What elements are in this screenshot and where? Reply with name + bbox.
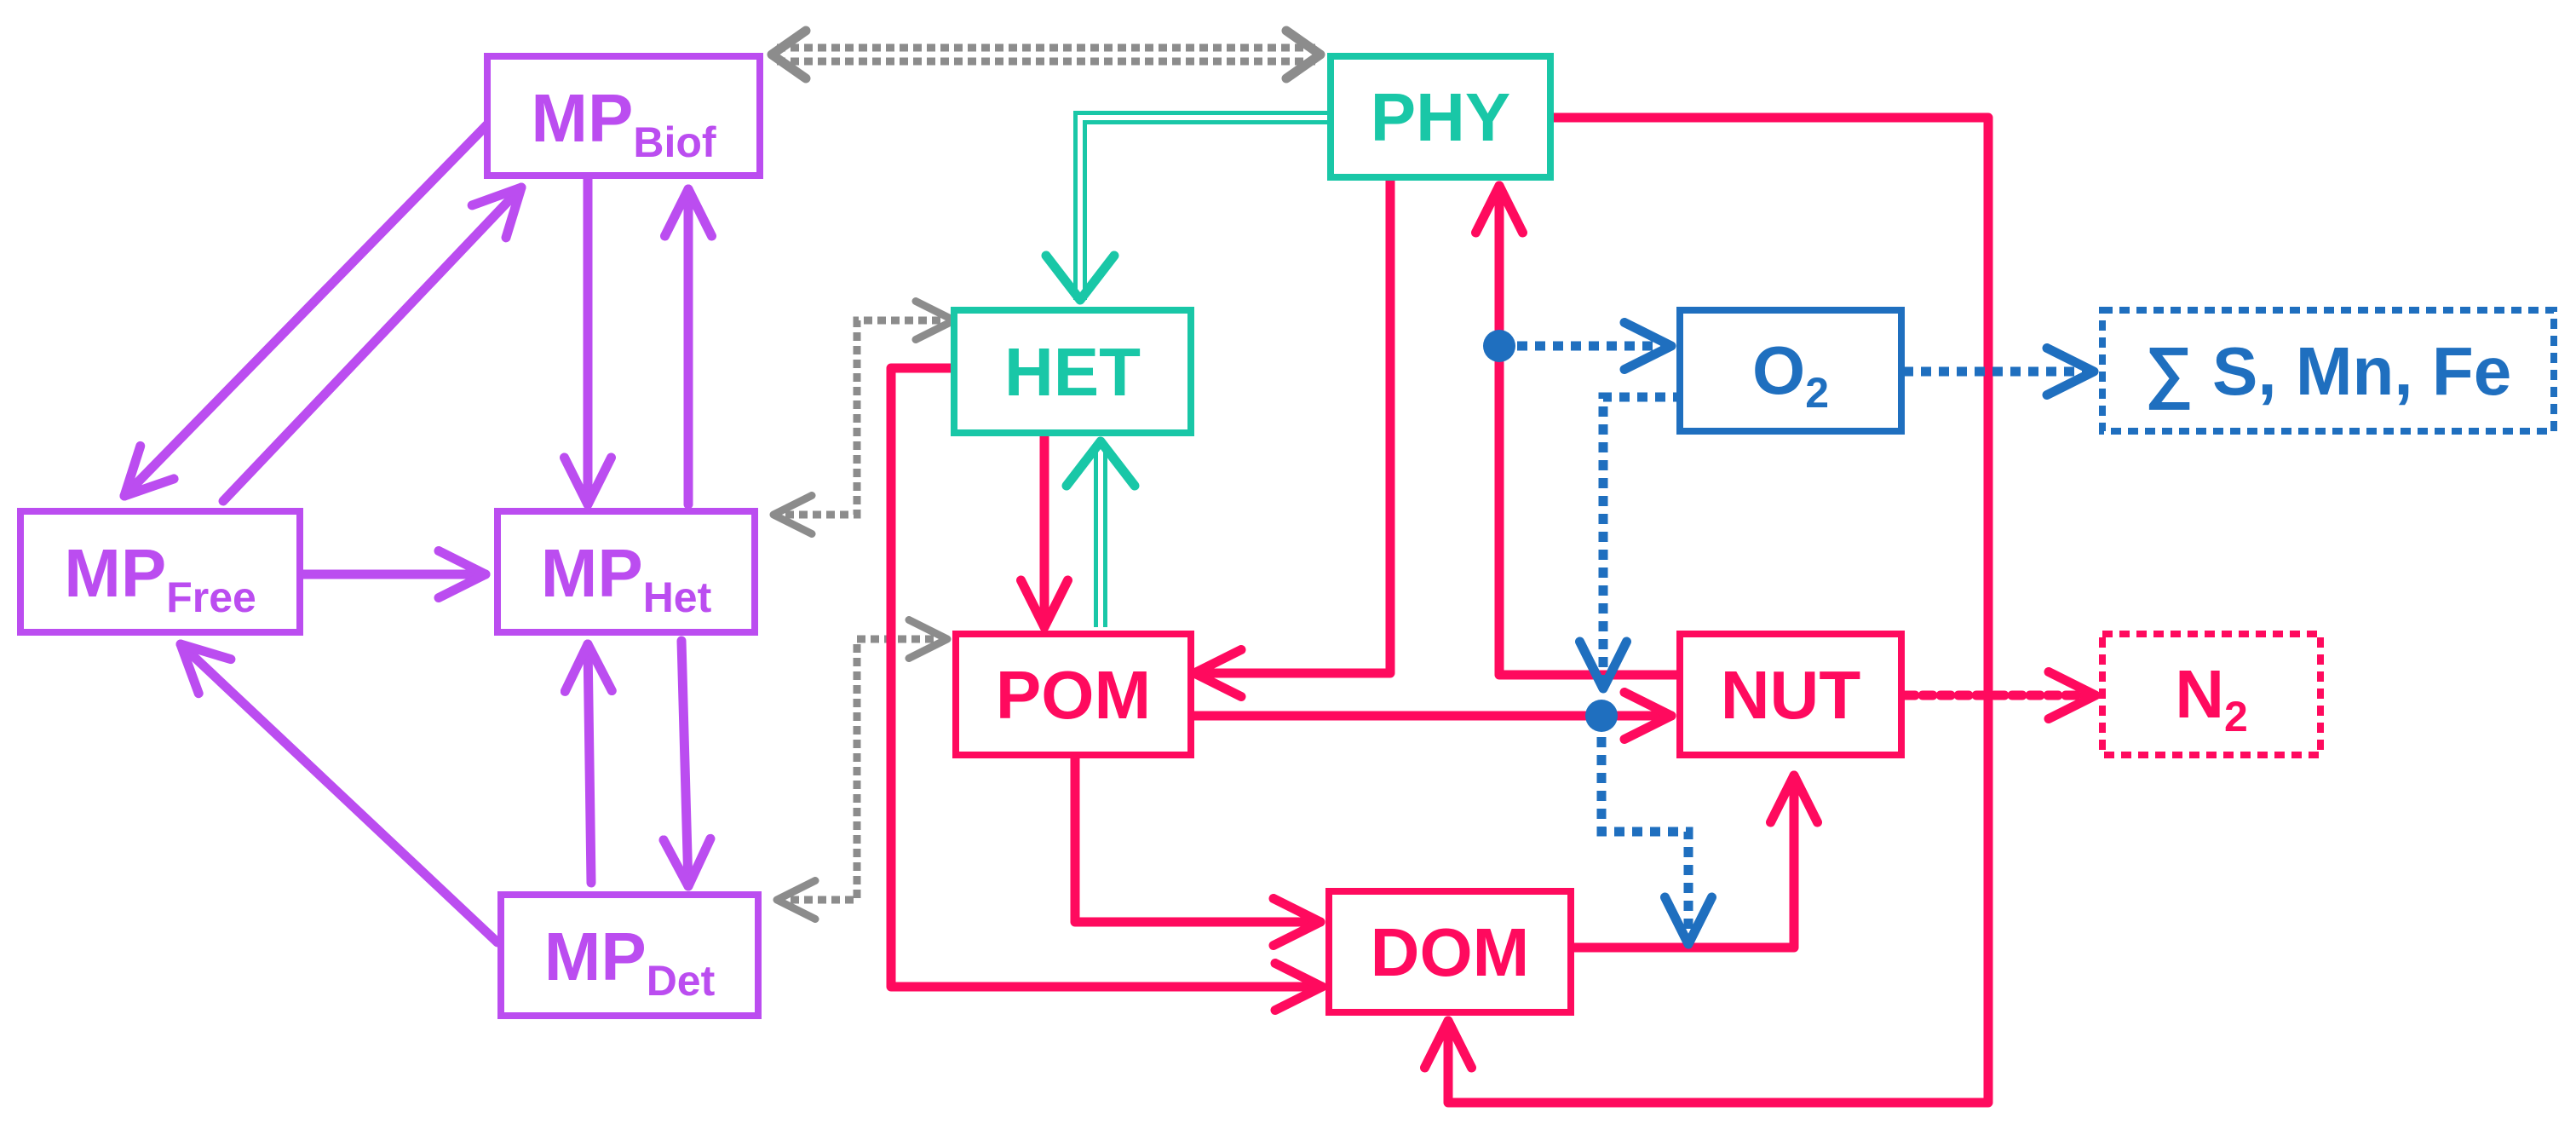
arrow-phy-to-het-inner: [1078, 115, 1331, 300]
arrow-phy-to-dom: [1420, 112, 1993, 1108]
label-phy: PHY: [1371, 79, 1511, 155]
box-o2: [1676, 307, 1905, 435]
grazing-flows: [1041, 111, 1331, 627]
label-o2: O2: [1752, 332, 1829, 417]
label-mp-biof: MPBiof: [531, 80, 716, 166]
label-mp-biof-sub: Biof: [633, 118, 716, 166]
label-dom: DOM: [1371, 914, 1530, 990]
label-sinks-smnfe: ∑ S, Mn, Fe: [2145, 333, 2511, 410]
coupling-pom-mpdet: [773, 616, 952, 923]
arrow-phy-to-het-head: [1041, 251, 1119, 305]
coupling-mpbiof-phy-head-right: [1281, 26, 1325, 84]
box-sinks-smnfe: [2099, 307, 2557, 435]
label-o2-sub: 2: [1805, 369, 1829, 417]
arrow-pom-to-het-head: [1061, 436, 1140, 491]
box-mp-het: [494, 508, 758, 636]
coupling-het-mphet: [769, 297, 958, 538]
arrow-mpbiof-to-mpfree: [119, 114, 497, 501]
label-mp-free-main: MP: [64, 535, 166, 611]
label-mp-het: MPHet: [541, 535, 712, 621]
junction-dot-phy-o2: [1483, 330, 1515, 362]
label-n2: N2: [2175, 656, 2248, 740]
microplastic-flows: [119, 114, 716, 948]
label-nut: NUT: [1721, 657, 1861, 733]
coupling-mpbiof-phy-head-left: [767, 26, 811, 84]
box-n2: [2099, 631, 2324, 758]
arrow-pom-to-dom: [1070, 753, 1325, 950]
label-mp-het-sub: Het: [643, 573, 712, 621]
arrow-mpdet-to-mpfree: [175, 639, 503, 948]
label-pom: POM: [996, 657, 1151, 733]
arrow-o2-to-nut-junction: [1575, 392, 1683, 694]
arrow-het-to-dom: [886, 363, 1327, 1015]
coupling-flows: [767, 26, 1325, 923]
oxygen-flows: [1499, 318, 2099, 949]
label-mp-free: MPFree: [64, 535, 256, 621]
label-mp-det-sub: Det: [647, 957, 716, 1005]
arrow-mpdet-to-mphet: [560, 639, 617, 888]
box-mp-free: [17, 508, 303, 636]
arrow-phy-to-het-outer: [1073, 111, 1331, 300]
box-pom: [952, 631, 1194, 758]
label-n2-sub: 2: [2224, 693, 2248, 740]
box-dom: [1325, 888, 1574, 1016]
box-nut: [1676, 631, 1905, 758]
arrow-pom-nut-to-dom-oxygen: [1596, 719, 1716, 949]
arrow-dom-to-nut: [1569, 770, 1822, 953]
arrow-mpfree-to-mpbiof: [218, 182, 526, 506]
label-o2-main: O: [1752, 332, 1805, 408]
arrow-nut-to-phy: [1471, 181, 1683, 680]
junction-dot-pom-nut: [1585, 700, 1618, 732]
label-mp-det: MPDet: [544, 919, 716, 1005]
label-het: HET: [1004, 334, 1141, 410]
arrow-mphet-to-mpdet: [658, 636, 716, 891]
box-phy: [1327, 53, 1554, 181]
label-n2-main: N: [2175, 656, 2224, 732]
label-mp-het-main: MP: [541, 535, 643, 611]
label-mp-det-main: MP: [544, 919, 647, 994]
box-mp-det: [497, 891, 762, 1019]
box-mp-biof: [484, 53, 763, 179]
label-mp-free-sub: Free: [166, 573, 256, 621]
arrow-phy-to-pom: [1189, 176, 1395, 701]
label-mp-biof-main: MP: [531, 80, 633, 156]
compartment-boxes: [17, 53, 2557, 1019]
box-het: [951, 307, 1194, 436]
